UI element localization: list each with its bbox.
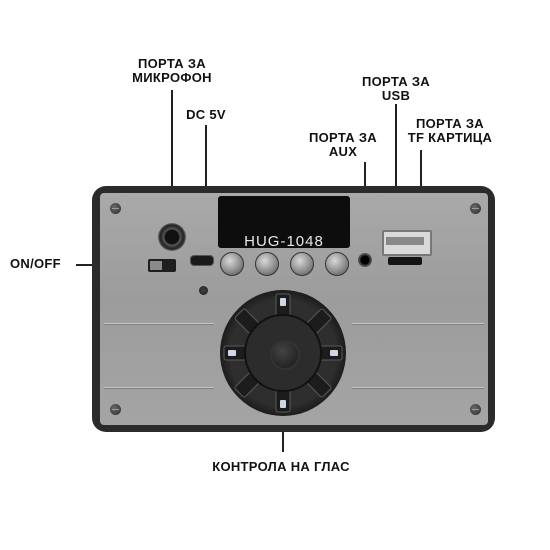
next-button[interactable] — [290, 252, 314, 276]
led-display — [218, 196, 350, 248]
volume-control-label: КОНТРОЛА НА ГЛАС — [195, 460, 367, 474]
volume-knob-center[interactable] — [270, 340, 300, 370]
mode-button[interactable] — [325, 252, 349, 276]
mic-label-line2: МИКРОФОН — [132, 70, 212, 85]
usb-port-inner — [386, 237, 424, 245]
aux-label-line1: ПОРТА ЗА — [308, 130, 377, 145]
tf-card-slot[interactable] — [388, 257, 422, 265]
aux-jack[interactable] — [358, 253, 372, 267]
usb-label-line1: ПОРТА ЗА — [361, 74, 430, 89]
aux-label-line2: AUX — [328, 144, 358, 159]
volume-label-text: КОНТРОЛА НА ГЛАС — [212, 459, 350, 474]
status-led — [199, 286, 208, 295]
tf-label-line2: TF КАРТИЦА — [407, 130, 493, 145]
screw-icon — [110, 203, 121, 214]
mic-label-line1: ПОРТА ЗА — [137, 56, 206, 71]
volume-knob-ridges — [223, 293, 343, 413]
power-switch-knob[interactable] — [150, 261, 162, 270]
panel-groove — [352, 387, 484, 389]
onoff-label-text: ON/OFF — [10, 256, 61, 271]
dc-label-text: DC 5V — [186, 107, 226, 122]
usb-callout-line — [395, 104, 397, 230]
panel-groove — [352, 323, 484, 325]
dc-port-label: DC 5V — [180, 108, 232, 122]
onoff-label: ON/OFF — [10, 257, 61, 271]
dc-power-port[interactable] — [190, 255, 214, 266]
usb-label-line2: USB — [381, 88, 411, 103]
aux-port-label: ПОРТА ЗА AUX — [303, 131, 383, 159]
play-pause-button[interactable] — [255, 252, 279, 276]
mic-port-label: ПОРТА ЗА МИКРОФОН — [122, 57, 222, 85]
usb-port-label: ПОРТА ЗА USB — [354, 75, 438, 103]
screw-icon — [110, 404, 121, 415]
mic-jack[interactable] — [158, 223, 186, 251]
panel-groove — [104, 387, 214, 389]
prev-button[interactable] — [220, 252, 244, 276]
display-model-text: HUG-1048 — [244, 233, 324, 250]
mic-callout-line — [171, 90, 173, 222]
panel-groove — [104, 323, 214, 325]
tf-port-label: ПОРТА ЗА TF КАРТИЦА — [400, 117, 500, 145]
screw-icon — [470, 404, 481, 415]
screw-icon — [470, 203, 481, 214]
tf-label-line1: ПОРТА ЗА — [415, 116, 484, 131]
